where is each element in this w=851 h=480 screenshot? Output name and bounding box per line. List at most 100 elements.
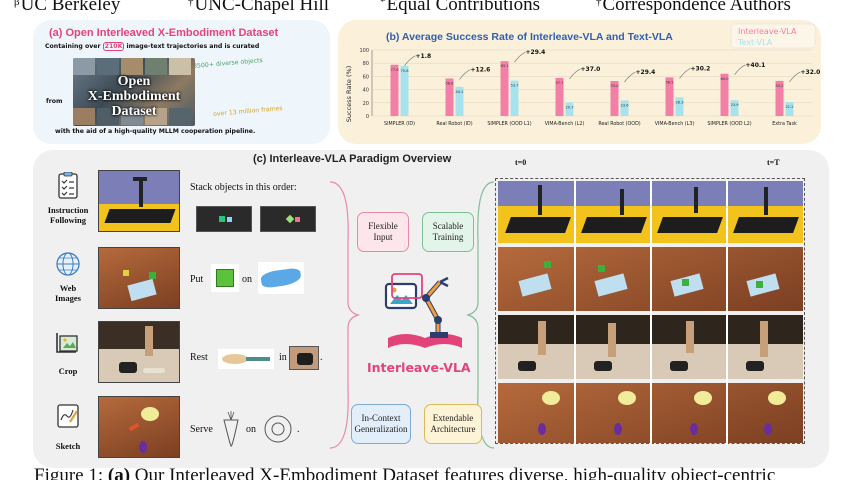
panel-a-dataset: (a) Open Interleaved X-Embodiment Datase… [33, 20, 330, 144]
instruction-on2-text: on [246, 424, 256, 435]
carrot-sketch-image [223, 411, 239, 447]
instruction-serve-text: Serve [190, 424, 213, 435]
bar-text-vla [730, 100, 739, 116]
globe-icon [56, 252, 80, 276]
gain-label: +29.4 [636, 69, 656, 76]
bar-interleave-vla [775, 80, 784, 116]
panel-a-title: (a) Open Interleaved X-Embodiment Datase… [49, 27, 279, 39]
data-label-text: 53.7 [510, 84, 518, 88]
instruction-period-1: . [320, 352, 323, 363]
gain-label: +32.0 [801, 69, 821, 76]
panel-c-title: (c) Interleave-VLA Paradigm Overview [253, 153, 452, 165]
gain-arrow [514, 51, 526, 63]
data-label-interleave: 58.5 [665, 80, 673, 84]
bar-text-vla [785, 102, 794, 116]
instruction-put-text: Put [190, 274, 204, 285]
x-tick-label: SIMPLER (OOD L2) [707, 121, 751, 127]
gain-arrow [789, 71, 801, 83]
bar-text-vla [455, 86, 464, 116]
x-tick-label: Real Robot (ID) [436, 121, 472, 127]
instruction-rest-text: Rest [190, 352, 208, 363]
stack-thumb-2 [260, 206, 316, 232]
note-frames: over 13 million frames [212, 104, 283, 119]
towel-image [258, 262, 304, 294]
pot-image [289, 346, 319, 370]
data-label-interleave: 64.0 [720, 77, 729, 81]
scene-image-crop [98, 321, 180, 383]
bar-interleave-vla [720, 73, 729, 116]
chart-y-axis-label: Success Rate (%) [345, 66, 353, 122]
gain-label: +40.1 [746, 62, 766, 69]
gain-label: +1.8 [416, 53, 432, 60]
sketch-icon [57, 404, 79, 428]
legend-text-vla: Text-VLA [737, 38, 773, 47]
gain-arrow [624, 71, 636, 83]
data-label-interleave: 83.1 [500, 64, 508, 68]
bar-interleave-vla [500, 61, 509, 116]
success-rate-chart: (b) Average Success Rate of Interleave-V… [345, 23, 821, 127]
robot-arm-book-icon [384, 273, 462, 348]
panel-a-bottom-text: with the aid of a high-quality MLLM coop… [55, 128, 256, 135]
x-tick-label: Real Robot (OOD) [598, 121, 640, 127]
data-label-interleave: 53.2 [775, 84, 783, 88]
bar-interleave-vla [665, 77, 674, 116]
bar-text-vla [510, 80, 519, 116]
gain-arrow [459, 69, 471, 80]
chart-legend: Interleave-VLA Text-VLA [730, 23, 816, 49]
panel-a-from: from [46, 98, 63, 105]
y-tick-label: 60 [363, 74, 369, 80]
spoon-image [218, 349, 274, 369]
x-tick-label: VIMA-Bench (L2) [545, 121, 585, 127]
green-block-image [211, 264, 239, 292]
bar-text-vla [400, 65, 409, 116]
data-label-text: 44.2 [455, 90, 463, 94]
stack-thumb-1 [196, 206, 252, 232]
data-label-interleave: 77.6 [390, 68, 399, 72]
gain-arrow [734, 64, 746, 75]
scene-image-instruction [98, 170, 180, 232]
bar-text-vla [675, 97, 684, 116]
panel-b-chart-panel: (b) Average Success Rate of Interleave-V… [338, 20, 821, 144]
gain-arrow [569, 68, 581, 80]
affiliations-line: βUC Berkeley †UNC-Chapel Hill *Equal Con… [0, 0, 851, 15]
gain-arrow [679, 68, 691, 79]
plate-sketch-image [264, 415, 292, 443]
crop-icon [56, 333, 78, 353]
data-label-text: 75.8 [400, 69, 409, 73]
data-label-text: 21.2 [785, 105, 793, 109]
instruction-in-text: in [279, 352, 287, 363]
affiliation-2: †UNC-Chapel Hill [188, 0, 330, 15]
y-tick-label: 20 [363, 101, 369, 107]
row-label-crop: Crop [58, 366, 78, 376]
x-tick-label: SIMPLER (OOD L1) [487, 121, 531, 127]
affiliation-3: *Equal Contributions [380, 0, 541, 15]
data-label-interleave: 56.8 [445, 82, 454, 86]
x-tick-label: Extra Task [772, 121, 797, 127]
bar-interleave-vla [610, 81, 619, 116]
data-label-interleave: 57.7 [555, 81, 563, 85]
gain-label: +30.2 [691, 65, 711, 72]
gain-label: +12.6 [471, 67, 491, 74]
instruction-stack-text: Stack objects in this order: [190, 182, 297, 193]
gain-label: +29.4 [526, 49, 546, 56]
affiliation-1: βUC Berkeley [14, 0, 121, 15]
data-label-text: 20.7 [565, 105, 573, 109]
data-label-text: 23.6 [620, 103, 629, 107]
y-tick-label: 40 [363, 88, 369, 94]
gain-arrow [404, 55, 416, 66]
scene-image-web [98, 247, 180, 309]
bar-text-vla [565, 102, 574, 116]
left-bracket [329, 181, 360, 449]
x-tick-label: VIMA-Bench (L3) [655, 121, 695, 127]
y-tick-label: 80 [363, 61, 369, 67]
figure-caption: Figure 1: (a) Our Interleaved X-Embodime… [34, 465, 776, 480]
bar-interleave-vla [390, 64, 399, 116]
bar-text-vla [620, 100, 629, 116]
affiliation-4: †Correspondence Authors [596, 0, 791, 15]
t-end-label: t=T [767, 158, 780, 167]
panel-a-subtitle: Containing over 210K image-text trajecto… [45, 42, 260, 51]
